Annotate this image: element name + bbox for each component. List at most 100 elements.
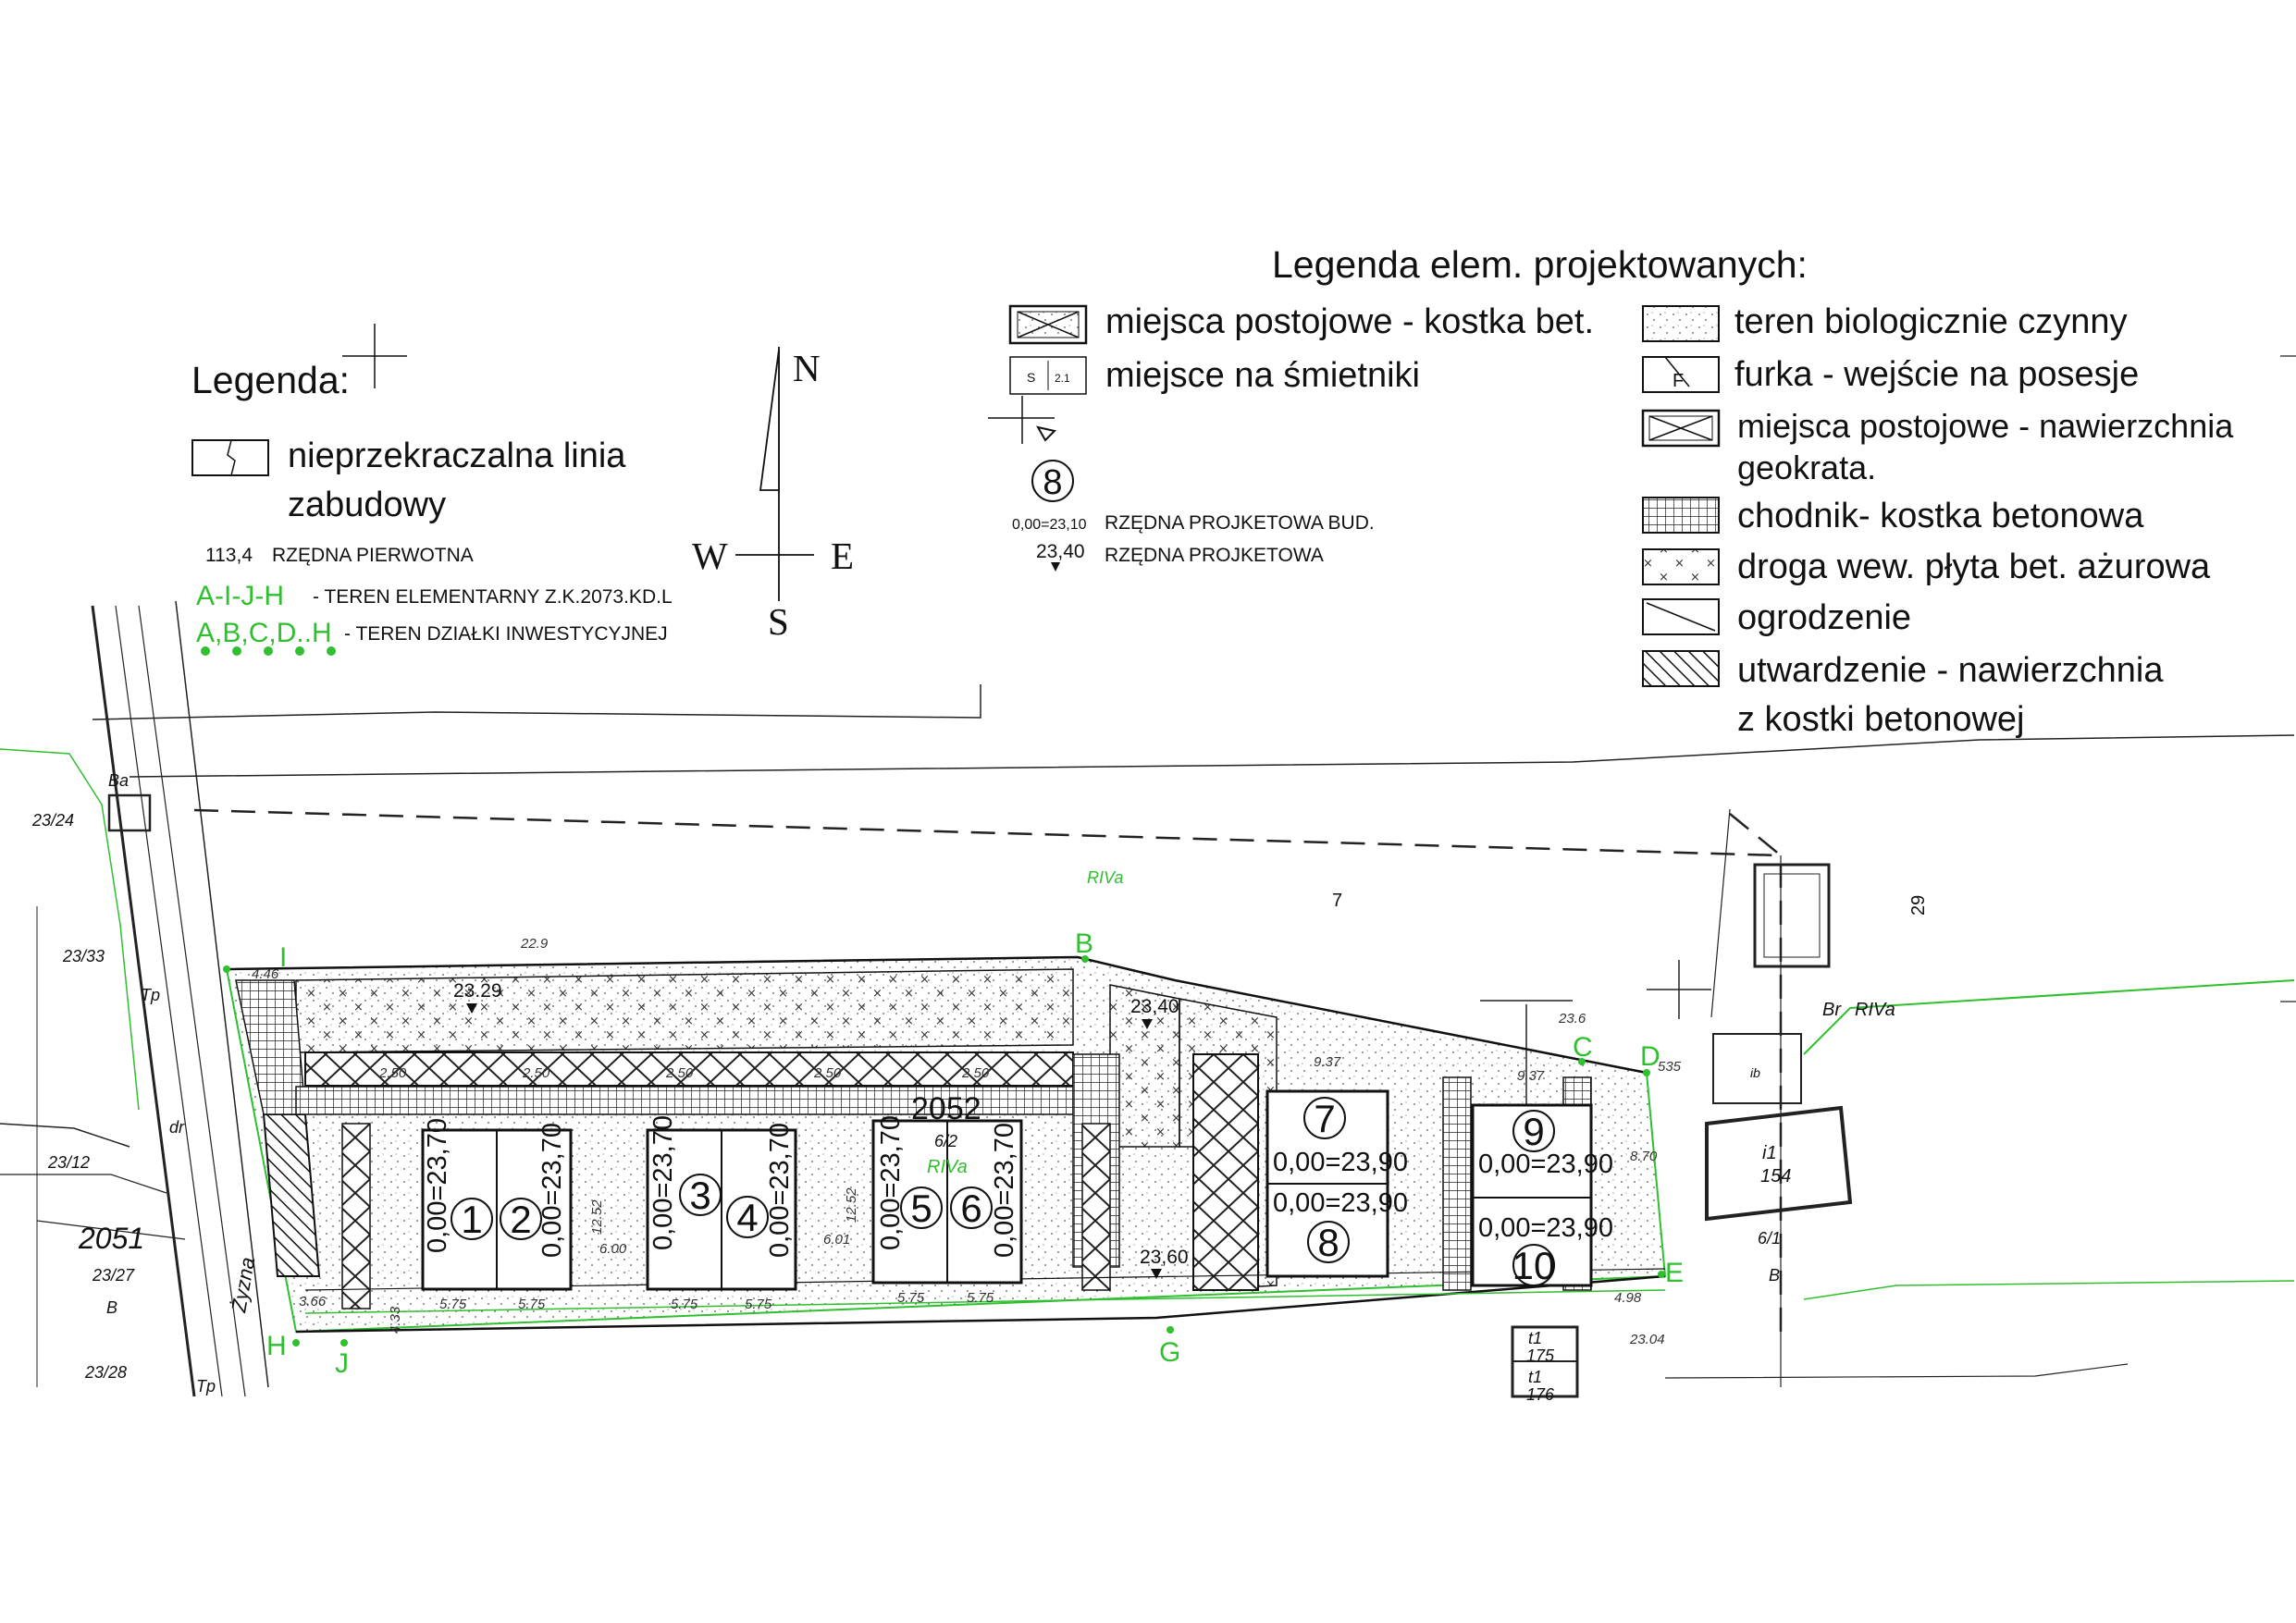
dim-575-b: 5.75: [518, 1297, 546, 1312]
soil-riva-site: RIVa: [927, 1157, 968, 1177]
dim-250-e: 2.50: [961, 1065, 990, 1081]
label-23-33: 23/33: [62, 947, 105, 965]
dim-1252-b: 12.52: [844, 1187, 859, 1223]
legend-elev-proj-sample: 23,40: [1036, 541, 1085, 562]
gate-sym: F: [1673, 371, 1684, 391]
waste-sym-s: S: [1027, 370, 1035, 385]
legend-area-elem-label: - TEREN ELEMENTARNY Z.K.2073.KD.L: [313, 586, 673, 608]
point-j: J: [335, 1348, 349, 1379]
dim-498: 4.98: [1614, 1290, 1642, 1306]
compass-e: E: [831, 535, 854, 577]
building-4-number: 4: [736, 1196, 758, 1239]
dim-601: 6.01: [823, 1232, 850, 1248]
soil-br: Br: [1822, 1000, 1842, 1020]
street-name: Żyzna: [227, 1256, 259, 1315]
dim-250-c: 2.50: [665, 1065, 694, 1081]
label-b-right: B: [1769, 1266, 1780, 1285]
building-4-elev: 0,00=23,70: [765, 1123, 795, 1258]
label-tp-bottom: Tp: [196, 1377, 216, 1396]
building-10-elev: 0,00=23,90: [1478, 1213, 1613, 1243]
dim-250-a: 2.50: [378, 1065, 407, 1081]
soil-riva-top: RIVa: [1087, 868, 1123, 887]
label-23-24: 23/24: [31, 811, 74, 830]
dim-575-c: 5.75: [671, 1297, 698, 1312]
building-9-elev: 0,00=23,90: [1478, 1150, 1613, 1179]
compass-n: N: [793, 347, 821, 389]
compass-w: W: [692, 535, 728, 577]
label-b-left: B: [106, 1298, 117, 1317]
legend-area-invest-code: A,B,C,D..H: [196, 618, 332, 648]
elev-2360: 23,60: [1140, 1247, 1189, 1268]
point-e: E: [1665, 1258, 1684, 1288]
dim-870: 8.70: [1630, 1149, 1658, 1164]
building-pair-1-2: [421, 1128, 573, 1291]
legend-hard-1: utwardzenie - nawierzchnia: [1737, 651, 2164, 690]
building-7-elev: 0,00=23,90: [1273, 1148, 1408, 1177]
legend-sidewalk: chodnik- kostka betonowa: [1737, 497, 2144, 535]
legend-building-line-1: nieprzekraczalna linia: [288, 436, 626, 475]
point-i: I: [279, 942, 287, 973]
dim-937-b: 9.37: [1517, 1068, 1545, 1084]
point-h: H: [266, 1331, 287, 1361]
parcel-7: 7: [1332, 891, 1342, 911]
waste-sym-n: 2.1: [1055, 372, 1070, 385]
dim-937-a: 9.37: [1314, 1054, 1341, 1070]
building-6-elev: 0,00=23,70: [990, 1123, 1019, 1258]
legend-area-invest-label: - TEREN DZIAŁKI INWESTYCYJNEJ: [344, 623, 668, 645]
parcel-6-1: 6/1: [1758, 1229, 1781, 1248]
dim-1252-a: 12.52: [589, 1199, 605, 1235]
boundary-points: B C D E G H I J: [223, 928, 1684, 1379]
dim-446: 4.46: [252, 966, 279, 982]
dim-575-d: 5.75: [745, 1297, 772, 1312]
legend-parking-geo-1: miejsca postojowe - nawierzchnia: [1737, 407, 2234, 445]
dim-535: 535: [1658, 1059, 1682, 1075]
legend-bio-area: teren biologicznie czynny: [1734, 302, 2128, 341]
legend-fence: ogrodzenie: [1737, 598, 1911, 637]
legend-elev-bud-label: RZĘDNA PROJKETOWA BUD.: [1105, 512, 1375, 534]
point-b: B: [1075, 928, 1093, 959]
legend: Legenda: nieprzekraczalna linia zabudowy…: [191, 324, 673, 656]
bldg-t1a-num: 175: [1526, 1346, 1555, 1365]
legend-gate: furka - wejście na posesje: [1734, 355, 2139, 394]
legend-parking-geo-2: geokrata.: [1737, 449, 1876, 486]
legend-elev-label: RZĘDNA PIERWOTNA: [272, 545, 474, 566]
legend-parking-paving: miejsca postojowe - kostka bet.: [1105, 302, 1594, 341]
point-d: D: [1640, 1041, 1660, 1072]
legend-elev-bud-sample: 0,00=23,10: [1012, 517, 1087, 533]
map-labels: 2052 6/2 RIVa 2051 7 29 RIVa Br RIVa Żyz…: [31, 771, 1929, 1404]
dim-575-f: 5.75: [967, 1290, 994, 1306]
elev-2329: 23.29: [453, 980, 502, 1002]
building-8-elev: 0,00=23,90: [1273, 1188, 1408, 1218]
compass: N W E S: [692, 347, 854, 643]
legend-elev-proj-label: RZĘDNA PROJKETOWA: [1105, 545, 1324, 566]
label-23-28: 23/28: [84, 1363, 127, 1382]
parcel-main: 2052: [911, 1091, 981, 1126]
building-3-number: 3: [689, 1174, 710, 1217]
building-5-number: 5: [910, 1187, 932, 1230]
building-pair-3-4: [646, 1128, 797, 1291]
elev-236: 23.6: [1558, 1011, 1586, 1027]
dim-250-d: 2.50: [813, 1065, 842, 1081]
parcel-main-sub: 6/2: [934, 1132, 957, 1150]
parcel-29: 29: [1908, 895, 1929, 916]
legend-proj-title: Legenda elem. projektowanych:: [1272, 243, 1808, 286]
dim-575-a: 5.75: [439, 1297, 467, 1312]
elev-2340: 23,40: [1130, 996, 1179, 1017]
bldg-ib: ib: [1750, 1065, 1760, 1080]
legend-elev-sample: 113,4: [205, 545, 253, 566]
building-5-elev: 0,00=23,70: [876, 1115, 906, 1250]
bldg-t1b-num: 176: [1526, 1385, 1555, 1404]
bldg-t1b: t1: [1528, 1368, 1542, 1386]
building-9-number: 9: [1523, 1110, 1544, 1153]
building-6-number: 6: [960, 1187, 981, 1230]
building-1-elev: 0,00=23,70: [423, 1118, 452, 1253]
elev-2304: 23.04: [1629, 1332, 1665, 1347]
building-10-number: 10: [1512, 1244, 1556, 1287]
buildings: 1 2 3 4 5 6 7 8 9 10 0,00=23,70 0,00=23,…: [421, 1089, 1613, 1291]
dim-433: 4.33: [388, 1306, 403, 1334]
legend-building-line-2: zabudowy: [288, 486, 446, 524]
building-3-elev: 0,00=23,70: [648, 1115, 678, 1250]
bldg-i1-num: 154: [1760, 1166, 1791, 1187]
dim-366: 3.66: [299, 1294, 327, 1309]
legend-area-elem-code: A-I-J-H: [196, 581, 284, 611]
